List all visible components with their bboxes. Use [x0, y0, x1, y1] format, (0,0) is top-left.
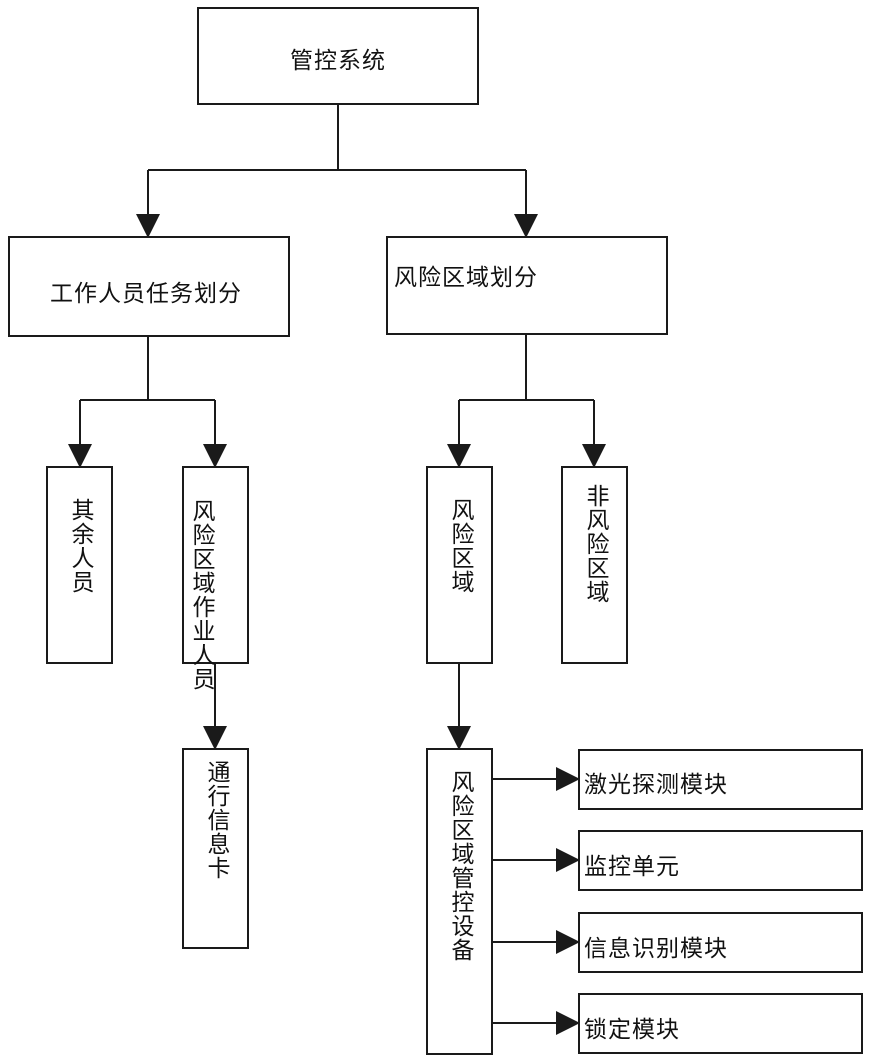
node-risk-division-label: 风险区域划分: [394, 265, 538, 291]
node-control-device: 风险区域管控设备: [426, 748, 493, 1055]
node-non-risk-area-label: 非风险区域: [582, 484, 608, 604]
arrowhead-other-personnel: [68, 444, 92, 468]
arrowhead-control-device: [447, 726, 471, 750]
node-lock-module-label: 锁定模块: [584, 1017, 680, 1043]
node-pass-card-label: 通行信息卡: [203, 760, 229, 880]
arrowhead-pass-card: [203, 726, 227, 750]
node-task-division: 工作人员任务划分: [8, 236, 290, 337]
node-control-device-label: 风险区域管控设备: [447, 770, 473, 962]
node-monitor-unit: 监控单元: [578, 830, 863, 891]
arrowhead-non-risk-area: [582, 444, 606, 468]
node-monitor-unit-label: 监控单元: [584, 854, 680, 880]
node-info-module: 信息识别模块: [578, 912, 863, 973]
node-task-division-label: 工作人员任务划分: [50, 281, 242, 307]
arrowhead-laser-module: [556, 767, 580, 791]
node-risk-workers: 风险区域作业人员: [182, 466, 249, 691]
node-other-personnel: 其余人员: [46, 466, 113, 664]
node-non-risk-area: 非风险区域: [561, 466, 628, 664]
node-lock-module: 锁定模块: [578, 993, 863, 1054]
arrowhead-monitor-unit: [556, 848, 580, 872]
node-other-personnel-label: 其余人员: [67, 498, 93, 594]
node-risk-division: 风险区域划分: [386, 236, 668, 335]
node-risk-workers-label: 风险区域作业人员: [188, 499, 214, 691]
node-control-system: 管控系统: [197, 7, 479, 105]
node-control-system-label: 管控系统: [290, 48, 386, 74]
node-pass-card: 通行信息卡: [182, 748, 249, 949]
arrowhead-lock-module: [556, 1011, 580, 1035]
node-info-module-label: 信息识别模块: [584, 936, 728, 962]
arrowhead-risk-division: [514, 214, 538, 238]
arrowhead-risk-workers: [203, 444, 227, 468]
node-risk-area-label: 风险区域: [447, 498, 473, 594]
arrowhead-risk-area: [447, 444, 471, 468]
arrowhead-info-module: [556, 930, 580, 954]
node-risk-area: 风险区域: [426, 466, 493, 664]
node-laser-module-label: 激光探测模块: [584, 772, 728, 798]
arrowhead-task-division: [136, 214, 160, 238]
node-laser-module: 激光探测模块: [578, 749, 863, 810]
